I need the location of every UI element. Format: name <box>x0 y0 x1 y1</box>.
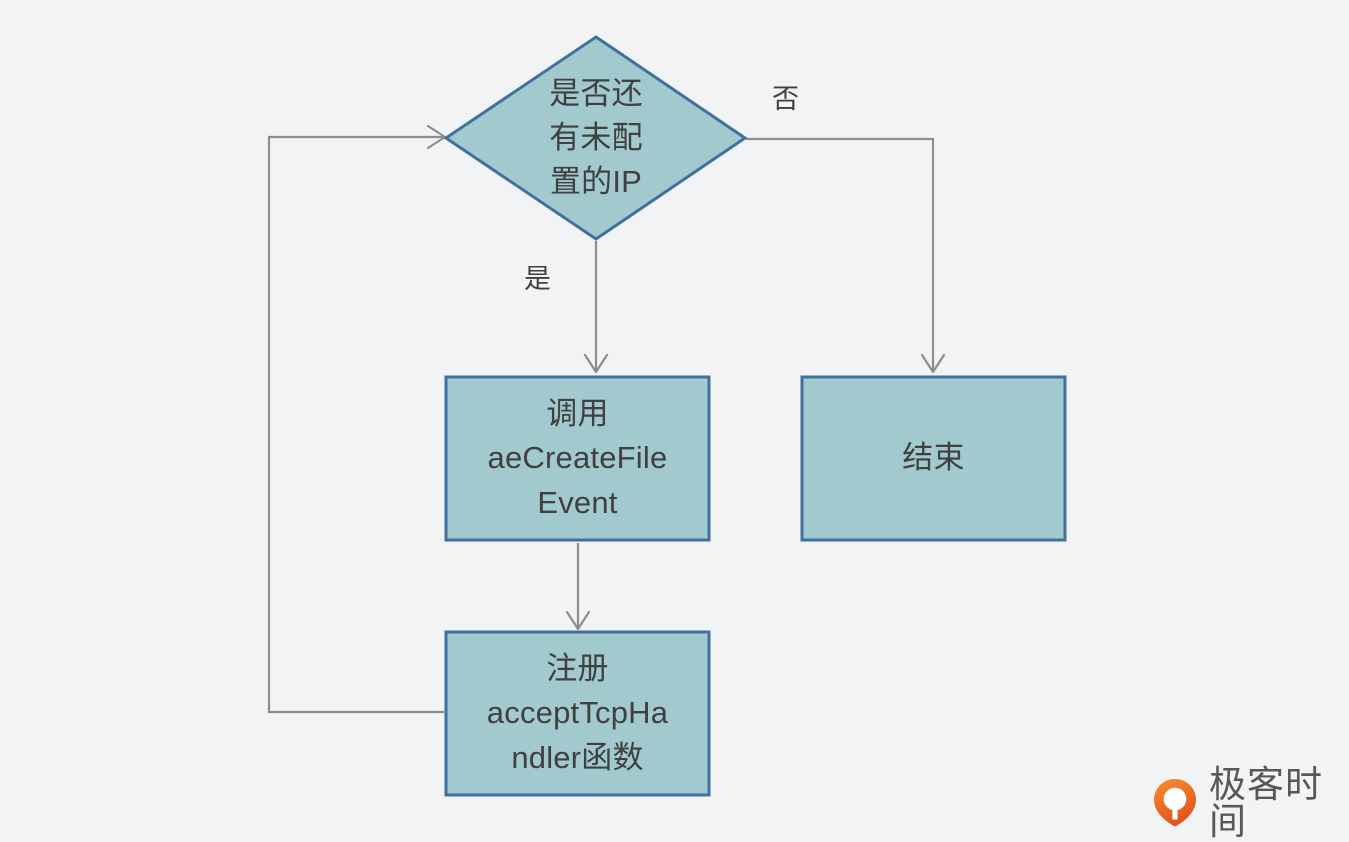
edge-create-event-to-register-handler <box>565 543 591 631</box>
watermark-logo: 极客时间 <box>1152 766 1349 840</box>
node-register-handler-shape[interactable] <box>444 630 711 797</box>
edge-label-yes: 是 <box>524 264 551 294</box>
edge-decision-to-end <box>746 137 946 374</box>
watermark-brand-text: 极客时间 <box>1209 764 1323 842</box>
edge-label-no: 否 <box>772 84 799 114</box>
edge-decision-to-create-event <box>583 241 609 374</box>
node-create-event-shape[interactable] <box>444 375 711 542</box>
geektime-pin-icon <box>1154 779 1196 827</box>
node-decision-shape[interactable] <box>443 35 748 241</box>
node-end-shape[interactable] <box>800 375 1067 542</box>
edge-register-handler-to-decision <box>267 124 447 714</box>
